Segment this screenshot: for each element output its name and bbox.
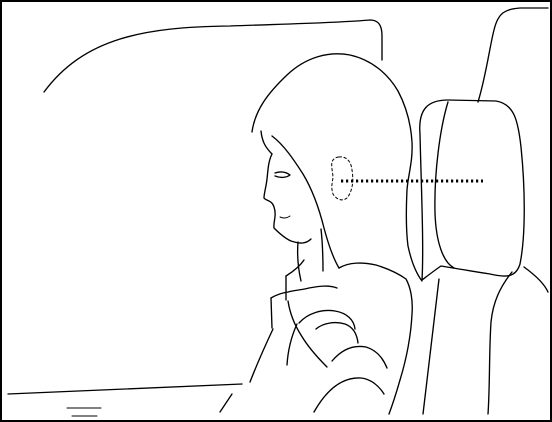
neck-front-line: [298, 242, 301, 281]
face-profile-outline: [264, 154, 311, 243]
collar-inner-line: [286, 260, 304, 276]
clothing-front-curve: [299, 311, 355, 330]
sleeve-outline: [271, 286, 337, 298]
hair-inner-line: [272, 136, 339, 268]
clothing-lower-fold-1: [332, 346, 387, 368]
seat-side-bolster-line: [524, 267, 548, 292]
seat-back-vertical-line: [423, 279, 439, 414]
shoulder-collar-outline: [339, 263, 412, 414]
arm-fold-line: [287, 324, 297, 365]
door-panel-line: [220, 394, 232, 412]
clothing-left-edge: [271, 298, 272, 328]
clothing-lower-fold-2: [314, 378, 384, 412]
rear-window-outline: [478, 8, 548, 102]
torso-front-line: [250, 329, 273, 382]
forehead-hair-edge: [261, 131, 272, 154]
ear-dashed-outline: [332, 157, 353, 200]
hair-back-line: [321, 229, 323, 271]
seat-back-lower-line: [435, 102, 454, 268]
seat-back-right-curve: [488, 272, 512, 414]
mouth-line: [280, 216, 290, 218]
eye-outline: [275, 172, 290, 177]
window-sill-line: [8, 384, 242, 394]
head-hair-outline: [252, 54, 422, 281]
clothing-inner-fold: [316, 323, 358, 343]
car-roof-window-outline: [44, 20, 382, 92]
